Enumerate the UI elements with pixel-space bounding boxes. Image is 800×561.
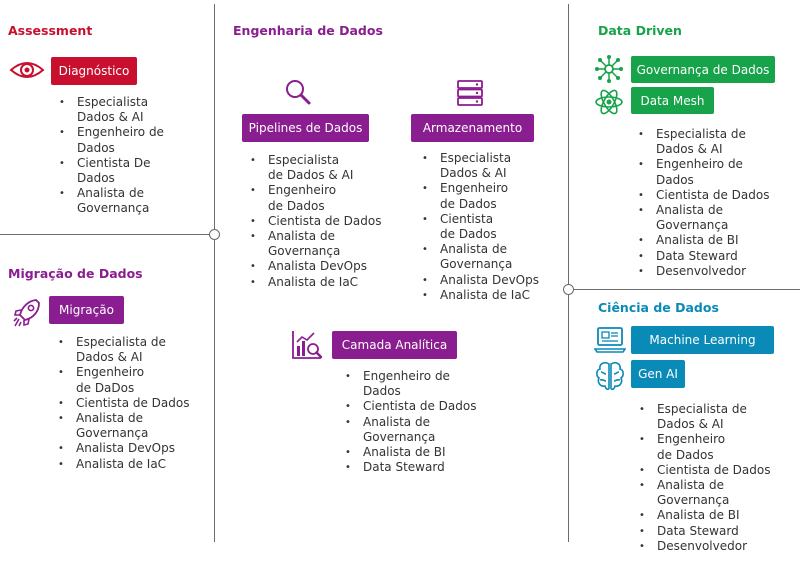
list-item: Data Steward xyxy=(345,460,476,475)
list-item: Especialista de Dados & AI xyxy=(638,127,769,157)
migracao-badge[interactable]: Migração xyxy=(49,296,124,324)
list-item: Engenheiro de Dados xyxy=(345,369,476,399)
list-item: Cientista de Dados xyxy=(345,399,477,414)
governanca-badge[interactable]: Governança de Dados xyxy=(631,56,775,83)
eye-icon xyxy=(9,62,45,78)
list-item: Data Steward xyxy=(638,249,769,264)
armazenamento-roles-list: Especialista Dados & AI Engenheiro de Da… xyxy=(422,151,539,303)
ciencia-title: Ciência de Dados xyxy=(598,300,719,315)
list-item: Engenheiro de Dados xyxy=(250,183,381,213)
diagnostico-badge[interactable]: Diagnóstico xyxy=(51,57,137,85)
list-item: Cientista de Dados xyxy=(250,214,382,229)
list-item: Cientista de Dados xyxy=(422,212,539,242)
ml-laptop-icon xyxy=(594,327,626,353)
list-item: Data Steward xyxy=(639,524,770,539)
connector-node-right xyxy=(562,283,574,295)
list-item: Analista de Governança xyxy=(639,478,770,508)
list-item: Cientista de Dados xyxy=(58,396,190,411)
list-item: Analista de Governança xyxy=(345,415,476,445)
ciencia-roles-list: Especialista de Dados & AI Engenheiro de… xyxy=(639,402,771,554)
armazenamento-badge[interactable]: Armazenamento xyxy=(411,114,534,142)
divider-left xyxy=(214,4,215,542)
network-hub-icon xyxy=(595,55,623,83)
list-item: Analista de Governança xyxy=(422,242,539,272)
list-item: Cientista De Dados xyxy=(59,156,164,186)
migracao-title: Migração de Dados xyxy=(8,266,143,281)
data-driven-roles-list: Especialista de Dados & AI Engenheiro de… xyxy=(638,127,770,279)
migracao-roles-list: Especialista de Dados & AI Engenheiro de… xyxy=(58,335,190,472)
magnifier-icon xyxy=(286,80,311,105)
camada-roles-list: Engenheiro de Dados Cientista de Dados A… xyxy=(345,369,477,476)
list-item: Especialista de Dados & AI xyxy=(250,153,381,183)
list-item: Engenheiro de DaDos xyxy=(58,365,189,395)
list-item: Especialista Dados & AI xyxy=(59,95,164,125)
camada-analitica-badge[interactable]: Camada Analítica xyxy=(332,331,457,359)
divider-left-horizontal xyxy=(0,234,209,235)
list-item: Analista DevOps xyxy=(58,441,189,456)
list-item: Engenheiro de Dados xyxy=(59,125,164,155)
list-item: Analista de Governança xyxy=(250,229,381,259)
list-item: Especialista de Dados & AI xyxy=(639,402,770,432)
list-item: Analista DevOps xyxy=(422,273,539,288)
engenharia-title: Engenharia de Dados xyxy=(233,23,383,38)
list-item: Engenheiro de Dados xyxy=(422,181,539,211)
list-item: Cientista de Dados xyxy=(639,463,771,478)
list-item: Analista de BI xyxy=(639,508,770,523)
data-driven-title: Data Driven xyxy=(598,23,682,38)
list-item: Engenheiro de Dados xyxy=(638,157,769,187)
brain-icon xyxy=(596,362,624,391)
gen-ai-badge[interactable]: Gen AI xyxy=(631,360,685,388)
list-item: Analista de Governança xyxy=(638,203,769,233)
list-item: Analista de IaC xyxy=(422,288,539,303)
list-item: Analista DevOps xyxy=(250,259,381,274)
data-mesh-badge[interactable]: Data Mesh xyxy=(631,87,714,114)
list-item: Analista de Governança xyxy=(59,186,164,216)
analytics-chart-icon xyxy=(292,331,323,359)
assessment-title: Assessment xyxy=(8,23,93,38)
list-item: Desenvolvedor xyxy=(639,539,770,554)
list-item: Analista de Governança xyxy=(58,411,189,441)
atom-icon xyxy=(595,89,623,115)
list-item: Analista de IaC xyxy=(250,275,381,290)
list-item: Analista de IaC xyxy=(58,457,189,472)
list-item: Analista de BI xyxy=(638,233,769,248)
list-item: Cientista de Dados xyxy=(638,188,770,203)
assessment-roles-list: Especialista Dados & AI Engenheiro de Da… xyxy=(59,95,164,217)
list-item: Especialista Dados & AI xyxy=(422,151,539,181)
pipelines-roles-list: Especialista de Dados & AI Engenheiro de… xyxy=(250,153,382,290)
list-item: Analista de BI xyxy=(345,445,476,460)
connector-node-left xyxy=(208,228,220,240)
divider-right xyxy=(568,4,569,542)
machine-learning-badge[interactable]: Machine Learning xyxy=(631,326,774,354)
divider-right-horizontal xyxy=(574,289,800,290)
pipelines-badge[interactable]: Pipelines de Dados xyxy=(242,114,369,142)
list-item: Especialista de Dados & AI xyxy=(58,335,189,365)
list-item: Engenheiro de Dados xyxy=(639,432,770,462)
server-icon xyxy=(457,80,483,106)
list-item: Desenvolvedor xyxy=(638,264,769,279)
rocket-icon xyxy=(13,299,40,327)
